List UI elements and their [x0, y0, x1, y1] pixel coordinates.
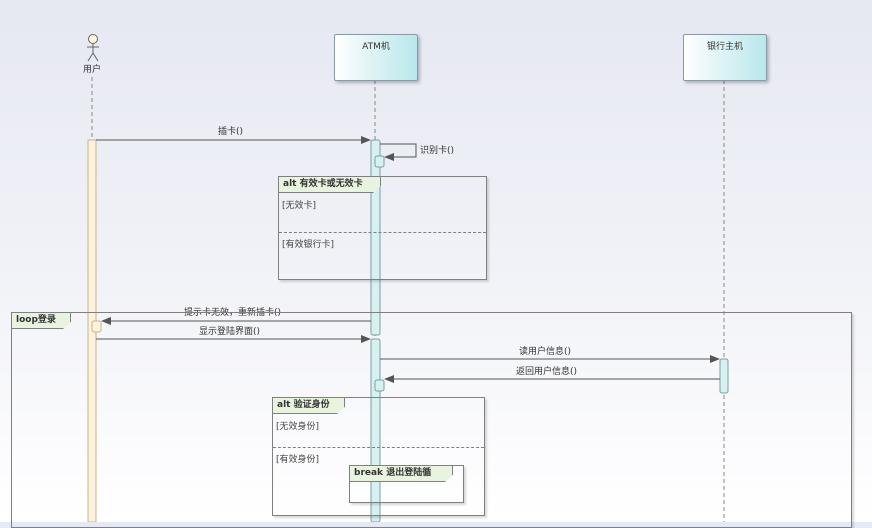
bank-lifeline-label: 银行主机 — [706, 42, 743, 52]
bank-lifeline-head[interactable]: 银行主机 — [683, 34, 767, 81]
bank-activation-bar — [719, 358, 729, 394]
return-user-info-label: 返回用户信息() — [516, 367, 578, 377]
identify-card-arrow — [380, 143, 417, 161]
break-exit-fragment[interactable]: break 退出登陆循环 — [349, 465, 464, 503]
atm-lifeline-head[interactable]: ATM机 — [334, 34, 418, 81]
atm-activation-bar-self — [374, 155, 385, 168]
user-activation-bar-return — [91, 320, 102, 333]
break-exit-fragment-tag: break 退出登陆循环 — [350, 466, 453, 482]
alt-auth-guard-invalid: [无效身份] — [276, 422, 320, 432]
show-login-label: 显示登陆界面() — [199, 327, 261, 337]
alt-card-title: 有效卡或无效卡 — [299, 179, 363, 189]
alt-card-guard-invalid: [无效卡] — [282, 201, 317, 211]
alt-card-fragment-tag: alt 有效卡或无效卡 — [279, 177, 381, 193]
user-actor-icon — [87, 34, 99, 62]
alt-auth-keyword: alt — [277, 400, 291, 410]
read-user-info-label: 读用户信息() — [519, 347, 572, 357]
insert-card-label: 插卡() — [218, 127, 244, 137]
alt-card-separator — [279, 232, 486, 233]
alt-auth-title: 验证身份 — [293, 400, 330, 410]
alt-card-fragment[interactable]: alt 有效卡或无效卡 [无效卡] [有效银行卡] — [278, 176, 487, 280]
prompt-invalid-label: 提示卡无效，重新插卡() — [184, 308, 282, 318]
loop-login-title: 登录 — [37, 315, 56, 325]
loop-login-keyword: loop — [16, 315, 38, 325]
alt-card-guard-valid: [有效银行卡] — [282, 240, 335, 250]
atm-lifeline-label: ATM机 — [362, 42, 390, 52]
atm-activation-bar-return — [374, 379, 385, 392]
alt-auth-guard-valid: [有效身份] — [276, 455, 320, 465]
alt-auth-separator — [273, 447, 484, 448]
identify-card-label: 识别卡() — [420, 146, 455, 156]
alt-auth-fragment[interactable]: alt 验证身份 [无效身份] [有效身份] — [272, 397, 485, 516]
break-exit-keyword: break — [354, 468, 384, 478]
alt-auth-fragment-tag: alt 验证身份 — [273, 398, 345, 414]
loop-login-fragment-tag: loop登录 — [12, 313, 71, 329]
user-actor-label: 用户 — [83, 65, 102, 75]
alt-card-keyword: alt — [283, 179, 297, 189]
